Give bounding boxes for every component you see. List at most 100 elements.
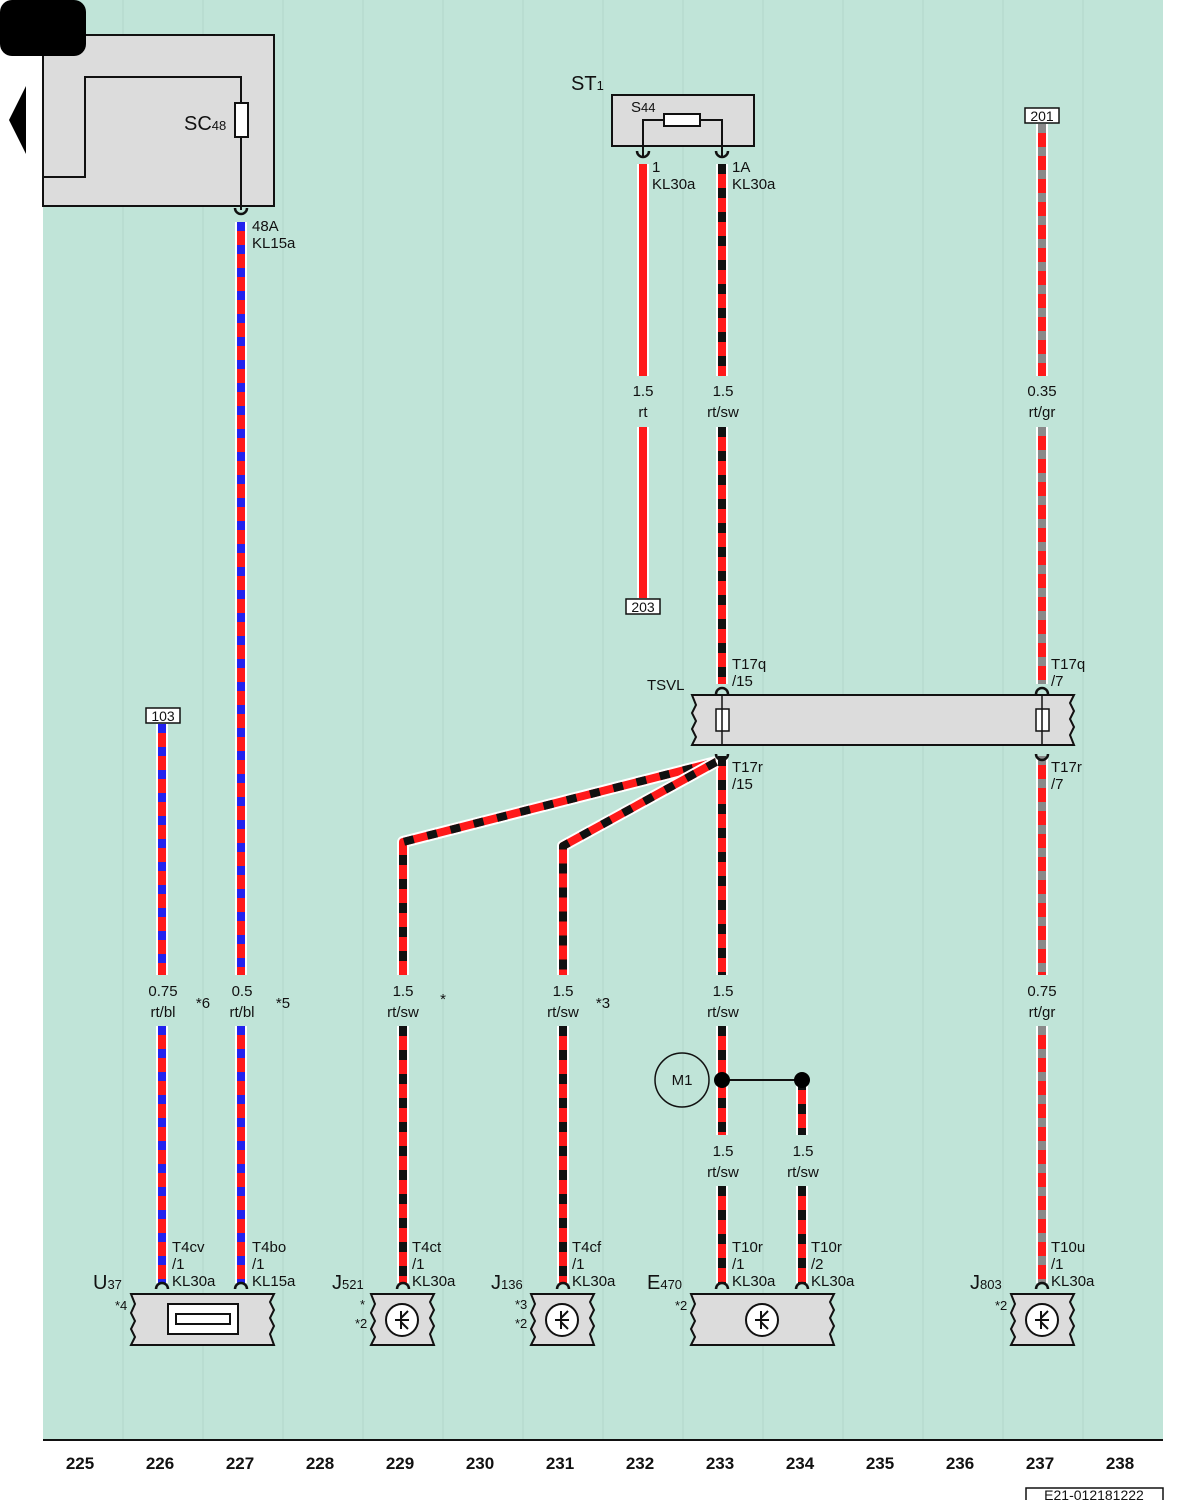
svg-text:SC48: SC48 xyxy=(184,113,226,135)
wire-233-top-size: 1.5 xyxy=(713,383,734,400)
ref-103-label: 103 xyxy=(151,708,175,724)
wire-226-size: 0.75 xyxy=(148,983,177,1000)
connector-pin xyxy=(395,1281,411,1290)
pin-t17r-15-conn: T17r xyxy=(732,759,763,776)
pin-e470b-term: KL30a xyxy=(811,1273,855,1290)
wire-233-low-color: rt/sw xyxy=(707,1164,739,1181)
pin-s44-1a: 1A xyxy=(732,159,750,176)
pin-t17q-7-num: /7 xyxy=(1051,673,1064,690)
j521-note2: *2 xyxy=(355,1316,367,1331)
pin-j803-conn: T10u xyxy=(1051,1239,1085,1256)
u37-note: *4 xyxy=(115,1298,127,1313)
control-unit-j136: J136 *3 *2 xyxy=(491,1272,596,1346)
fuse-sc48-symbol xyxy=(234,102,249,138)
usb-icon xyxy=(167,1303,239,1335)
pin-connectors xyxy=(154,150,1050,1290)
j803-sub: 803 xyxy=(980,1277,1002,1292)
column-number: 235 xyxy=(866,1454,894,1473)
wire-229-upper xyxy=(397,756,718,975)
pin-s44-1-kl30a: KL30a xyxy=(652,176,696,193)
column-number: 230 xyxy=(466,1454,494,1473)
j136-name: J xyxy=(491,1272,501,1294)
s44-sub: 44 xyxy=(641,100,655,115)
pin-labels: 48A KL15a 1 KL30a 1A KL30a T17q /15 T17q… xyxy=(172,159,1095,1290)
column-number: 236 xyxy=(946,1454,974,1473)
wire-233-top-color: rt/sw xyxy=(707,404,739,421)
connector-pin xyxy=(714,150,730,159)
wire-229-size: 1.5 xyxy=(393,983,414,1000)
pin-u37b-num: /1 xyxy=(252,1256,265,1273)
connector-pin xyxy=(794,1281,810,1290)
svg-text:U37: U37 xyxy=(93,1272,122,1294)
pin-e470b-conn: T10r xyxy=(811,1239,842,1256)
pin-j521-conn: T4ct xyxy=(412,1239,442,1256)
pin-u37b-conn: T4bo xyxy=(252,1239,286,1256)
wire-232-size: 1.5 xyxy=(633,383,654,400)
wire-232-color: rt xyxy=(638,404,648,421)
connector-pin xyxy=(1034,1281,1050,1290)
wire-237-bot-color: rt/gr xyxy=(1029,1004,1056,1021)
wire-234-color: rt/sw xyxy=(787,1164,819,1181)
pin-j136-conn: T4cf xyxy=(572,1239,602,1256)
j136-note1: *3 xyxy=(515,1297,527,1312)
pin-j521-term: KL30a xyxy=(412,1273,456,1290)
pin-t17r-7-conn: T17r xyxy=(1051,759,1082,776)
connector-tsvl: TSVL xyxy=(647,677,1076,746)
connector-pin xyxy=(233,1281,249,1290)
wire-237-bot-size: 0.75 xyxy=(1027,983,1056,1000)
j521-note1: * xyxy=(360,1297,365,1312)
usb-socket-u37: U37 *4 xyxy=(93,1272,276,1346)
control-unit-j803: J803 *2 xyxy=(970,1272,1076,1346)
pin-t17r-15-num: /15 xyxy=(732,776,753,793)
pin-e470b-num: /2 xyxy=(811,1256,824,1273)
fuse-box-sc48: SC48 xyxy=(42,34,275,210)
s44-name: S xyxy=(631,99,641,116)
pin-e470a-conn: T10r xyxy=(732,1239,763,1256)
ref-201-label: 201 xyxy=(1030,108,1054,124)
wire-229-note: * xyxy=(440,991,446,1008)
j521-name: J xyxy=(332,1272,342,1294)
pin-u37b-term: KL15a xyxy=(252,1273,296,1290)
pin-t17q-15-num: /15 xyxy=(732,673,753,690)
pin-j136-num: /1 xyxy=(572,1256,585,1273)
ref-203-label: 203 xyxy=(631,599,655,615)
connector-pin xyxy=(714,1281,730,1290)
j136-note2: *2 xyxy=(515,1316,527,1331)
connector-pin xyxy=(714,686,730,695)
svg-text:J521: J521 xyxy=(332,1272,364,1294)
pin-j521-num: /1 xyxy=(412,1256,425,1273)
wire-233-mid-color: rt/sw xyxy=(707,1004,739,1021)
wire-227-note: *5 xyxy=(276,995,290,1012)
pin-t17r-7-num: /7 xyxy=(1051,776,1064,793)
wire-labels: 0.75 rt/bl *6 0.5 rt/bl *5 1.5 rt/sw * 1… xyxy=(148,383,1056,1181)
ref-box-103: 103 xyxy=(145,707,181,724)
sc48-name: SC xyxy=(184,113,212,135)
j803-note: *2 xyxy=(995,1298,1007,1313)
wire-231-upper xyxy=(557,756,719,975)
wire-231-color: rt/sw xyxy=(547,1004,579,1021)
wire-227-color: rt/bl xyxy=(229,1004,254,1021)
wire-227-size: 0.5 xyxy=(232,983,253,1000)
sc48-sub: 48 xyxy=(212,118,226,133)
wire-237-top-size: 0.35 xyxy=(1027,383,1056,400)
wire-233-mid-size: 1.5 xyxy=(713,983,734,1000)
svg-text:ST1: ST1 xyxy=(571,73,604,95)
column-number: 237 xyxy=(1026,1454,1054,1473)
connector-pin xyxy=(233,207,249,216)
column-number: 227 xyxy=(226,1454,254,1473)
column-number: 229 xyxy=(386,1454,414,1473)
connector-pin xyxy=(1034,753,1050,762)
page-back-arrow-icon xyxy=(9,86,26,154)
u37-sub: 37 xyxy=(107,1277,121,1292)
svg-text:J803: J803 xyxy=(970,1272,1002,1294)
splice-m1: M1 xyxy=(654,1052,810,1108)
st1-sub: 1 xyxy=(597,78,604,93)
column-number: 238 xyxy=(1106,1454,1134,1473)
e470-name: E xyxy=(647,1272,660,1294)
wire-233-low-size: 1.5 xyxy=(713,1143,734,1160)
column-number: 234 xyxy=(786,1454,815,1473)
connector-pin xyxy=(154,1281,170,1290)
column-number: 231 xyxy=(546,1454,574,1473)
pin-e470a-num: /1 xyxy=(732,1256,745,1273)
wire-226-note: *6 xyxy=(196,995,210,1012)
